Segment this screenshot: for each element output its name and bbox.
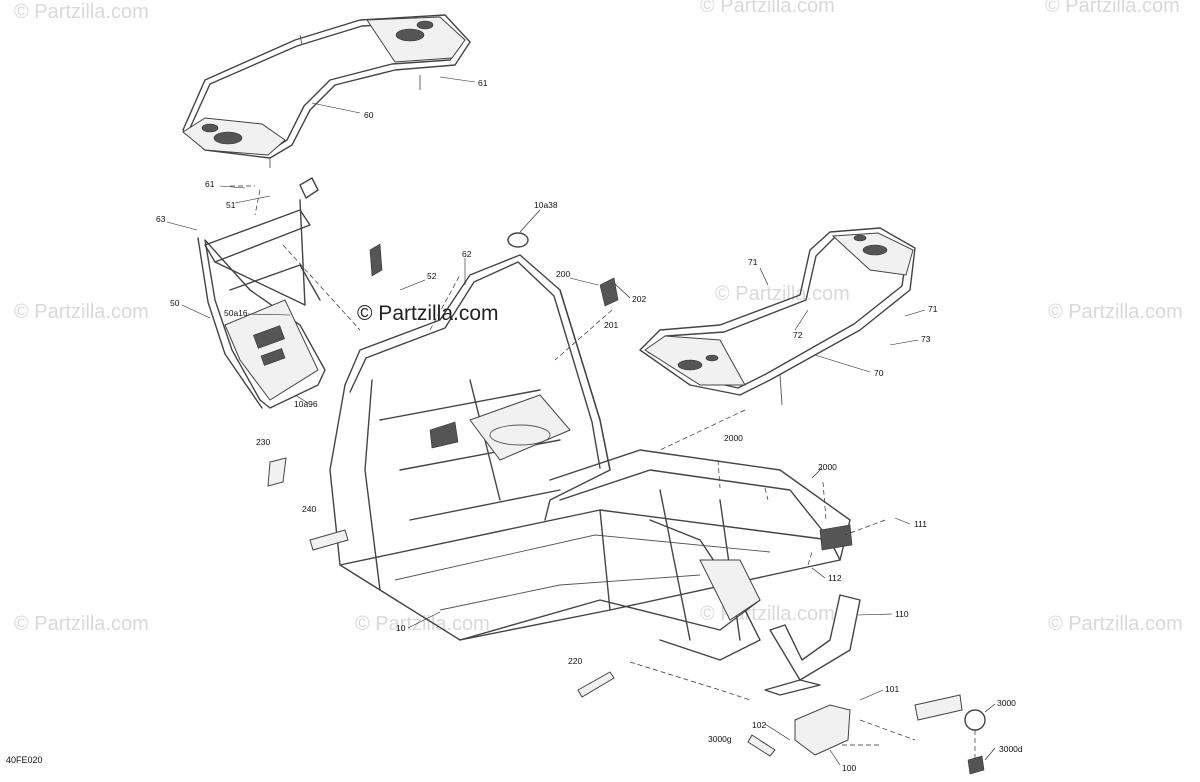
- diagram-code: 40FE020: [6, 755, 43, 765]
- callout-111: 111: [914, 519, 927, 529]
- watermark: © Partzilla.com: [715, 283, 850, 305]
- callout-112: 112: [828, 573, 842, 583]
- main-frame-part: [329, 254, 853, 661]
- callout-70: 70: [874, 368, 884, 378]
- callout-201: 201: [604, 320, 618, 330]
- callout-200: 200: [556, 269, 570, 279]
- front-rack-part: [639, 227, 916, 406]
- callout-2000: 2000: [724, 433, 743, 443]
- watermark: © Partzilla.com: [355, 613, 490, 635]
- watermark: © Partzilla.com: [700, 603, 835, 625]
- watermark: © Partzilla.com: [1048, 613, 1183, 635]
- callout-50a16: 50a16: [224, 308, 248, 318]
- callout-61: 61: [478, 78, 488, 88]
- callout-10: 10: [396, 623, 406, 633]
- callout-110: 110: [895, 609, 909, 619]
- callout-2000: 2000: [818, 462, 837, 472]
- callout-labels: 60 61 61 51 63 50 50a16 52 62 10a38 10a9…: [156, 78, 1023, 773]
- leader-lines: [166, 76, 996, 766]
- callout-52: 52: [427, 271, 437, 281]
- callout-61: 61: [205, 179, 215, 189]
- callout-10a38: 10a38: [534, 200, 558, 210]
- callout-3000: 3000: [997, 698, 1016, 708]
- callout-71: 71: [748, 257, 758, 267]
- callout-220: 220: [568, 656, 582, 666]
- callout-62: 62: [462, 249, 472, 259]
- callout-102: 102: [752, 720, 766, 730]
- callout-100: 100: [842, 763, 856, 773]
- callout-240: 240: [302, 504, 316, 514]
- callout-202: 202: [632, 294, 646, 304]
- watermark: © Partzilla.com: [1045, 0, 1180, 17]
- watermark-group: © Partzilla.com © Partzilla.com © Partzi…: [14, 0, 1183, 635]
- rear-rack-part: [182, 14, 471, 168]
- watermark: © Partzilla.com: [14, 613, 149, 635]
- callout-10a96: 10a96: [294, 399, 318, 409]
- small-parts: [267, 232, 986, 775]
- watermark: © Partzilla.com: [1048, 301, 1183, 323]
- callout-50: 50: [170, 298, 180, 308]
- watermark: © Partzilla.com: [14, 1, 149, 23]
- callout-60: 60: [364, 110, 374, 120]
- callout-63: 63: [156, 214, 166, 224]
- watermark: © Partzilla.com: [14, 301, 149, 323]
- callout-101: 101: [885, 684, 899, 694]
- callout-51: 51: [226, 200, 236, 210]
- assembly-lines: [230, 185, 976, 760]
- callout-72: 72: [793, 330, 803, 340]
- watermark: © Partzilla.com: [700, 0, 835, 17]
- callout-71: 71: [928, 304, 938, 314]
- callout-3000d: 3000d: [999, 744, 1023, 754]
- front-bumper-part: [197, 177, 383, 409]
- callout-230: 230: [256, 437, 270, 447]
- center-watermark: © Partzilla.com: [357, 302, 499, 325]
- callout-3000g: 3000g: [708, 734, 732, 744]
- callout-73: 73: [921, 334, 931, 344]
